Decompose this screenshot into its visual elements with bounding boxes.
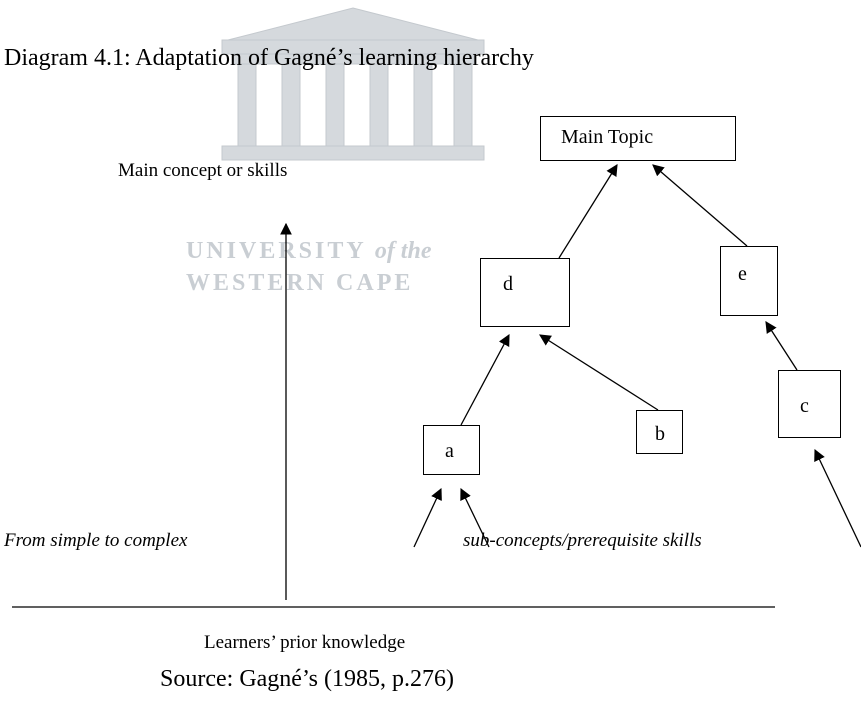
arrow-d-to-main — [558, 164, 618, 259]
arrow-b-to-d — [539, 334, 659, 411]
diagram-caption: Diagram 4.1: Adaptation of Gagné’s learn… — [4, 45, 534, 71]
arrow-into-a-left — [413, 487, 442, 548]
simple-to-complex-label: From simple to complex — [4, 530, 188, 551]
watermark-line1: UNIVERSITY of the — [186, 238, 432, 264]
node-main-topic: Main Topic — [540, 116, 736, 161]
prior-knowledge-label: Learners’ prior knowledge — [204, 632, 406, 653]
watermark-line2: WESTERN CAPE — [186, 270, 414, 296]
node-e: e — [720, 246, 778, 316]
sub-concepts-label: sub-concepts/prerequisite skills — [463, 530, 702, 551]
arrow-into-a-right — [460, 487, 490, 548]
university-watermark: UNIVERSITY of the WESTERN CAPE — [186, 0, 498, 296]
node-b-label: b — [655, 423, 665, 445]
main-concept-label: Main concept or skills — [118, 160, 288, 181]
arrow-a-to-d — [460, 333, 510, 426]
node-b: b — [636, 410, 683, 454]
arrow-e-to-main — [652, 164, 748, 247]
node-d: d — [480, 258, 570, 327]
node-c: c — [778, 370, 841, 438]
node-a-label: a — [445, 440, 454, 462]
node-main-topic-label: Main Topic — [561, 126, 654, 148]
arrow-into-c — [814, 448, 861, 548]
building-logo-icon — [221, 7, 485, 161]
source-citation: Source: Gagné’s (1985, p.276) — [160, 666, 454, 692]
node-d-label: d — [503, 273, 513, 295]
arrow-c-to-e — [765, 321, 798, 371]
node-a: a — [423, 425, 480, 475]
node-e-label: e — [738, 263, 747, 285]
node-c-label: c — [800, 395, 809, 417]
